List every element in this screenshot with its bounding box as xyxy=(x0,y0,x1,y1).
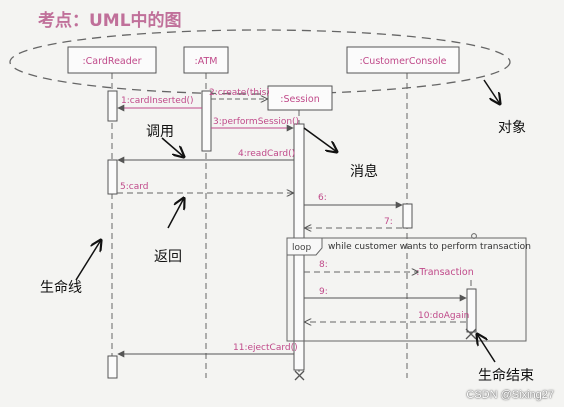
object-customer-console: :CustomerConsole xyxy=(346,46,460,74)
message-3: 3:performSession() xyxy=(211,117,299,132)
object-session: :Session xyxy=(267,85,333,111)
annotation-end-of-life: 生命结束 xyxy=(478,367,534,384)
message-label: 5:card xyxy=(120,182,148,192)
object-label: :CustomerConsole xyxy=(359,56,446,67)
message-label: 4:readCard() xyxy=(238,149,295,159)
message-6: 6: xyxy=(304,193,403,209)
object-transaction-label: :Transaction xyxy=(416,267,474,278)
annotation-arrow-call xyxy=(161,137,184,157)
object-label: :CardReader xyxy=(82,56,141,67)
message-label: 11:ejectCard() xyxy=(233,343,298,353)
message-label: 8: xyxy=(319,260,328,270)
destroy-mark-session xyxy=(294,370,305,381)
watermark: CSDN @Sixing27 xyxy=(466,389,554,401)
object-card-reader: :CardReader xyxy=(67,46,157,74)
loop-fragment: loop while customer wants to perform tra… xyxy=(286,233,531,342)
loop-guard: while customer wants to perform transact… xyxy=(328,242,531,252)
activation-atm xyxy=(201,90,212,152)
activation-transaction xyxy=(466,288,477,333)
annotation-object: 对象 xyxy=(498,120,526,136)
object-label: :Session xyxy=(280,94,319,105)
annotation-arrow-return xyxy=(167,198,184,229)
message-2: 2:create(this) xyxy=(209,88,270,99)
message-label: 2:create(this) xyxy=(209,88,270,98)
annotation-arrow-end-of-life xyxy=(477,334,496,363)
annotation-arrow-lifeline xyxy=(75,240,101,281)
message-11: 11:ejectCard() xyxy=(117,343,298,358)
loop-tag: loop xyxy=(292,243,312,253)
message-8: 8: xyxy=(304,260,418,272)
annotation-call: 调用 xyxy=(146,124,174,140)
page-title: 考点：UML中的图 xyxy=(38,11,182,31)
message-7: 7: xyxy=(305,217,402,228)
annotation-lifeline: 生命线 xyxy=(40,279,82,296)
activation-card-reader-1 xyxy=(107,90,118,122)
objects-ellipse xyxy=(9,29,511,95)
message-1: 1:cardInserted() xyxy=(117,96,202,112)
annotation-message: 消息 xyxy=(350,163,378,180)
message-label: 3:performSession() xyxy=(213,117,299,127)
object-atm: :ATM xyxy=(183,46,229,74)
activation-card-reader-3 xyxy=(107,355,118,379)
message-label: 7: xyxy=(384,217,393,227)
message-5: 5:card xyxy=(117,182,293,193)
activation-card-reader-2 xyxy=(107,159,118,195)
message-9: 9: xyxy=(304,287,467,302)
annotation-return: 返回 xyxy=(154,249,182,265)
destroy-mark-transaction xyxy=(465,328,477,340)
message-4: 4:readCard() xyxy=(117,149,295,164)
message-label: 10:doAgain xyxy=(418,311,469,321)
message-label: 9: xyxy=(319,287,328,297)
annotation-arrow-object xyxy=(483,79,500,104)
message-label: 6: xyxy=(318,193,327,203)
activation-customer-console xyxy=(402,203,413,229)
message-10: 10:doAgain xyxy=(305,311,469,322)
message-label: 1:cardInserted() xyxy=(121,96,194,106)
annotation-arrow-message xyxy=(303,127,337,152)
object-label: :ATM xyxy=(195,56,218,67)
